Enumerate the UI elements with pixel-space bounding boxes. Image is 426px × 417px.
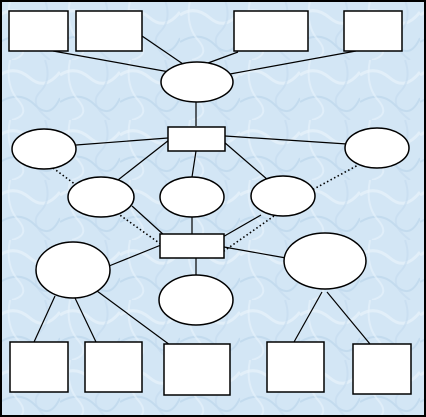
diagram-ellipse-mid-left (67, 176, 135, 218)
diagram-box-bottom-3 (163, 343, 231, 396)
diagram-box-top-3 (233, 10, 309, 52)
dotted-edge (311, 163, 361, 191)
diagram-box-top-1 (8, 10, 69, 52)
edge (223, 246, 287, 259)
edge (108, 244, 162, 267)
diagram-ellipse-top (160, 61, 234, 103)
diagram-box-top-4 (343, 10, 403, 52)
edge (74, 297, 97, 343)
edge (229, 50, 357, 75)
dotted-edge (52, 167, 77, 186)
edge (224, 135, 348, 145)
edge (220, 214, 262, 239)
edge (141, 35, 184, 65)
edge (96, 290, 171, 346)
diagram-box-bottom-5 (352, 343, 412, 395)
diagram-ellipse-left (11, 128, 77, 170)
diagram-ellipse-mid-center (159, 176, 225, 218)
diagram-connector-lower (159, 233, 225, 259)
diagram-connector-upper (167, 126, 226, 152)
dotted-edge (116, 212, 163, 246)
diagram-ellipse-mid-right (250, 175, 316, 217)
edge (223, 141, 269, 181)
diagram-ellipse-bottom-center (158, 274, 234, 326)
edge (75, 137, 169, 146)
diagram-ellipse-right (344, 127, 410, 169)
edge (117, 139, 170, 181)
edge (191, 150, 197, 178)
diagram-box-top-2 (75, 10, 143, 52)
edge (52, 50, 176, 74)
diagram-box-bottom-4 (266, 341, 325, 393)
edge (33, 295, 56, 343)
edge (207, 51, 239, 64)
diagram-box-bottom-2 (84, 341, 143, 393)
edge (326, 291, 371, 345)
diagram-ellipse-bottom-right (283, 232, 367, 290)
edge (293, 291, 323, 343)
edge (131, 205, 166, 237)
diagram-box-bottom-1 (9, 341, 69, 393)
diagram-ellipse-bottom-left (35, 241, 111, 299)
